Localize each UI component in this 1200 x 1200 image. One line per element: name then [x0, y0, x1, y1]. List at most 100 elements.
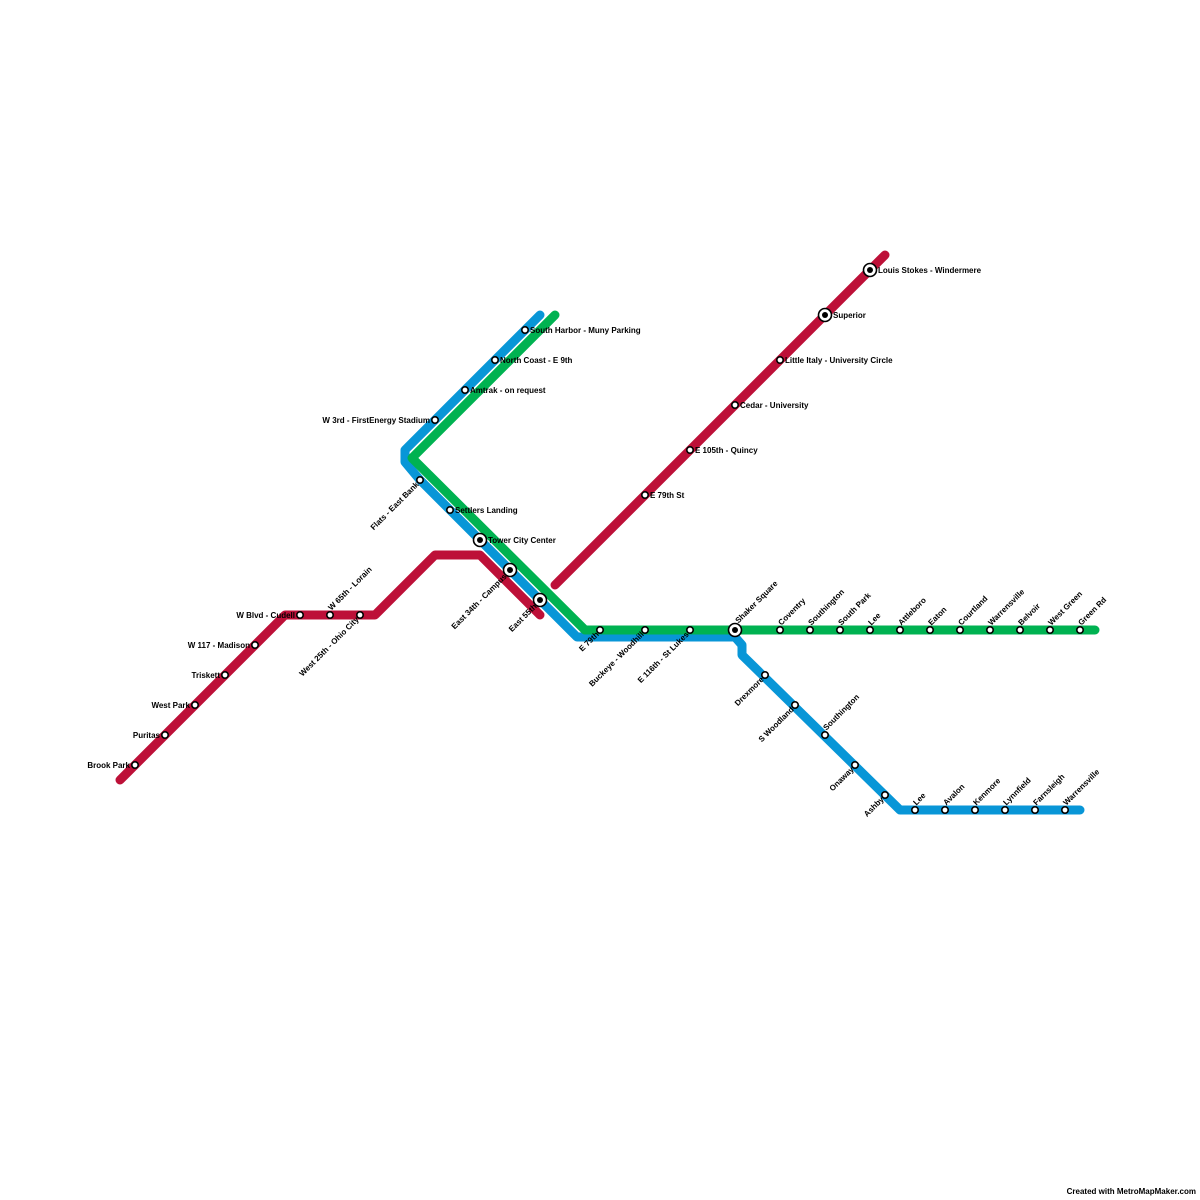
station-marker	[790, 700, 799, 709]
red-line-west	[115, 550, 545, 785]
station-marker	[640, 625, 649, 634]
station-label: Louis Stokes - Windermere	[878, 266, 982, 275]
station-west-park[interactable]	[191, 700, 200, 709]
station-label: Puritas	[133, 731, 161, 740]
station-warrensville-b[interactable]	[1061, 805, 1070, 814]
station-label: W 117 - Madison	[188, 641, 250, 650]
station-marker	[820, 730, 829, 739]
station-label: Green Rd	[1076, 595, 1108, 627]
station-flats[interactable]	[415, 475, 424, 484]
station-cedar[interactable]	[730, 400, 739, 409]
station-avalon[interactable]	[940, 805, 949, 814]
station-label: Tower City Center	[488, 536, 556, 545]
station-marker	[850, 760, 859, 769]
station-label: Shaker Square	[734, 579, 780, 625]
station-courtland[interactable]	[955, 625, 964, 634]
station-marker	[775, 625, 784, 634]
station-e34[interactable]	[502, 562, 518, 578]
station-kenmore[interactable]	[970, 805, 979, 814]
station-south-park[interactable]	[835, 625, 844, 634]
station-marker	[191, 700, 200, 709]
station-w65[interactable]	[325, 610, 334, 619]
station-ashby[interactable]	[880, 790, 889, 799]
station-marker	[835, 625, 844, 634]
station-label: Triskett	[192, 671, 221, 680]
station-north-coast[interactable]	[490, 355, 499, 364]
station-label: Cedar - University	[740, 401, 809, 410]
station-label: Brook Park	[87, 761, 130, 770]
station-marker	[1061, 805, 1070, 814]
station-label: E 79th St	[650, 491, 685, 500]
station-label: Ashby	[862, 795, 886, 819]
station-marker	[445, 505, 454, 514]
station-label: East 34th - Campus	[450, 572, 509, 631]
station-coventry[interactable]	[775, 625, 784, 634]
station-farnsleigh[interactable]	[1031, 805, 1040, 814]
station-marker	[880, 790, 889, 799]
station-tower-city[interactable]	[472, 532, 488, 548]
station-superior[interactable]	[817, 307, 833, 323]
station-label: West Park	[151, 701, 190, 710]
station-little-italy[interactable]	[775, 355, 784, 364]
station-southington-g[interactable]	[805, 625, 814, 634]
station-marker	[430, 415, 439, 424]
station-louis-stokes[interactable]	[862, 262, 878, 278]
station-e79-red[interactable]	[640, 490, 649, 499]
station-lee-g[interactable]	[865, 625, 874, 634]
station-south-harbor[interactable]	[520, 325, 529, 334]
station-buckeye[interactable]	[640, 625, 649, 634]
station-s-woodland[interactable]	[790, 700, 799, 709]
station-marker	[910, 805, 919, 814]
station-w-blvd[interactable]	[295, 610, 304, 619]
station-marker	[760, 670, 769, 679]
interchange-center	[732, 627, 738, 633]
station-puritas[interactable]	[161, 730, 170, 739]
station-e105[interactable]	[685, 445, 694, 454]
station-amtrak[interactable]	[460, 385, 469, 394]
station-marker	[355, 610, 364, 619]
station-drexmore[interactable]	[760, 670, 769, 679]
station-label: Warrensville	[1061, 767, 1101, 807]
interchange-center	[477, 537, 483, 543]
station-label: Kenmore	[971, 776, 1002, 807]
credit-text: Created with MetroMapMaker.com	[1066, 1187, 1196, 1196]
station-marker	[970, 805, 979, 814]
station-label: W 65th - Lorain	[326, 565, 373, 612]
station-label: Lynnfield	[1001, 776, 1032, 807]
station-green-rd[interactable]	[1076, 625, 1085, 634]
station-southington-b[interactable]	[820, 730, 829, 739]
station-label: Coventry	[776, 596, 807, 627]
station-lee-b[interactable]	[910, 805, 919, 814]
station-marker	[640, 490, 649, 499]
station-marker	[940, 805, 949, 814]
station-brook-park[interactable]	[131, 760, 140, 769]
station-e116[interactable]	[685, 625, 694, 634]
station-w117[interactable]	[251, 640, 260, 649]
station-marker	[925, 625, 934, 634]
station-marker	[415, 475, 424, 484]
station-settlers[interactable]	[445, 505, 454, 514]
station-attleboro[interactable]	[895, 625, 904, 634]
station-w25[interactable]	[355, 610, 364, 619]
station-marker	[325, 610, 334, 619]
station-label: East 55th	[507, 602, 539, 634]
station-e79-blue[interactable]	[595, 625, 604, 634]
station-warrensville-g[interactable]	[985, 625, 994, 634]
station-shaker-square[interactable]	[727, 622, 743, 638]
station-label: Southington	[821, 692, 861, 732]
station-belvoir[interactable]	[1015, 625, 1024, 634]
station-eaton[interactable]	[925, 625, 934, 634]
station-marker	[490, 355, 499, 364]
station-label: Onaway	[828, 765, 856, 793]
station-label: Superior	[833, 311, 866, 320]
station-w3[interactable]	[430, 415, 439, 424]
station-e55[interactable]	[532, 592, 548, 608]
station-marker	[1031, 805, 1040, 814]
station-onaway[interactable]	[850, 760, 859, 769]
interchange-center	[822, 312, 828, 318]
station-marker	[805, 625, 814, 634]
station-triskett[interactable]	[221, 670, 230, 679]
station-lynnfield[interactable]	[1000, 805, 1009, 814]
station-west-green[interactable]	[1046, 625, 1055, 634]
